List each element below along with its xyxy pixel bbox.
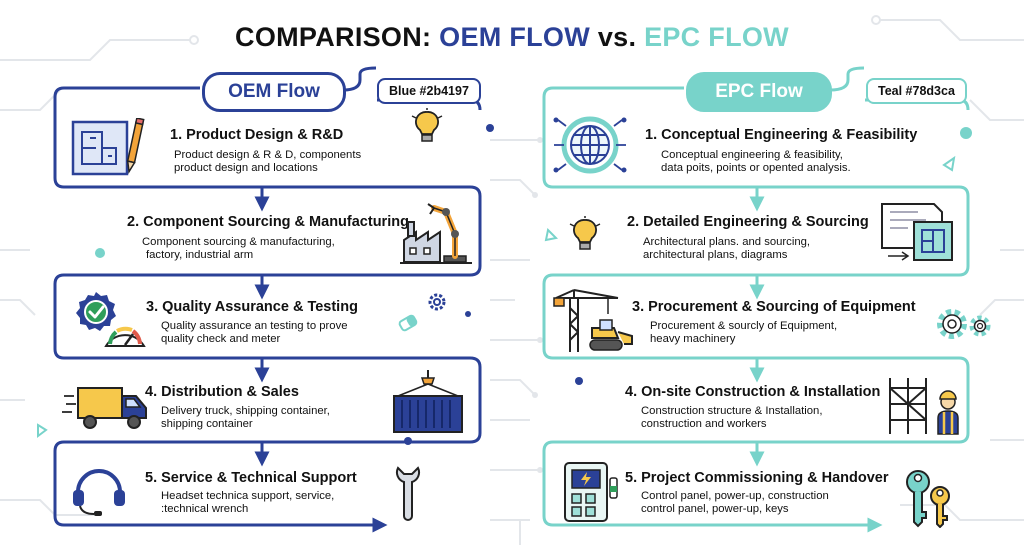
shipping-container-icon [393, 370, 463, 433]
step-desc-line2: control panel, power-up, keys [641, 503, 789, 515]
step-desc-line1: Architectural plans. and sourcing, [643, 236, 811, 248]
step-desc-line1: Construction structure & Installation, [641, 405, 823, 417]
step-desc-line1: Quality assurance an testing to prove [161, 320, 348, 332]
title-prefix: COMPARISON: [235, 22, 440, 52]
oem-flow-pill: OEM Flow [202, 72, 346, 112]
step-heading: 4. Distribution & Sales [145, 384, 299, 400]
step-desc-line1: Component sourcing & manufacturing, [142, 236, 335, 248]
gears-icon [937, 309, 991, 339]
quality-badge-meter-icon [76, 292, 146, 347]
step-heading: 5. Service & Technical Support [145, 470, 357, 486]
step-desc-line2: :technical wrench [161, 503, 249, 515]
step-heading: 2. Detailed Engineering & Sourcing [627, 214, 869, 230]
oem-pill-tail [342, 66, 377, 92]
page-title: COMPARISON: OEM FLOW vs. EPC FLOW [0, 22, 1024, 53]
step-heading: 1. Conceptual Engineering & Feasibility [645, 127, 918, 143]
crane-bulldozer-icon [553, 289, 633, 352]
scaffold-worker-icon [889, 378, 959, 435]
step-desc-line2: architectural plans, diagrams [643, 249, 788, 261]
step-desc-line2: shipping container [161, 418, 253, 430]
globe-network-icon [553, 116, 627, 174]
lightbulb-icon [569, 216, 601, 250]
step-desc-line2: quality check and meter [161, 333, 281, 345]
step-heading: 3. Quality Assurance & Testing [146, 299, 358, 315]
step-desc-line2: construction and workers [641, 418, 767, 430]
step-desc-line2: product design and locations [174, 162, 318, 174]
headset-icon [73, 469, 125, 516]
step-desc-line1: Procurement & sourcly of Equipment, [650, 320, 838, 332]
oem-frame-1 [53, 86, 482, 533]
title-vs: vs. [590, 22, 645, 52]
blueprint-pencil-icon [71, 118, 145, 176]
step-heading: 2. Component Sourcing & Manufacturing [127, 214, 409, 230]
lightbulb-icon [411, 108, 443, 142]
architectural-plans-icon [881, 203, 953, 261]
step-desc-line1: Control panel, power-up, construction [641, 490, 829, 502]
step-desc-line1: Delivery truck, shipping container, [161, 405, 330, 417]
step-heading: 5. Project Commissioning & Handover [625, 470, 889, 486]
keys-icon [906, 470, 950, 528]
oem-color-tag: Blue #2b4197 [377, 78, 481, 104]
step-heading: 3. Procurement & Sourcing of Equipment [632, 299, 916, 315]
control-panel-icon [564, 462, 618, 522]
title-oem: OEM FLOW [439, 22, 591, 52]
epc-frame-1 [542, 86, 970, 533]
step-desc-line1: Conceptual engineering & feasibility, [661, 149, 843, 161]
step-heading: 4. On-site Construction & Installation [625, 384, 881, 400]
epc-color-tag: Teal #78d3ca [866, 78, 967, 104]
step-desc-line1: Product design & R & D, components [174, 149, 362, 161]
epc-flow-pill: EPC Flow [686, 72, 832, 112]
delivery-truck-icon [62, 387, 147, 429]
step-desc-line2: data poits, points or opented analysis. [661, 162, 851, 174]
title-epc: EPC FLOW [644, 22, 789, 52]
factory-robot-arm-icon [400, 203, 472, 264]
step-desc-line1: Headset technica support, service, [161, 490, 335, 502]
step-desc-line2: heavy machinery [650, 333, 736, 345]
wrench-icon [395, 466, 421, 521]
epc-pill-tail [829, 66, 865, 92]
step-heading: 1. Product Design & R&D [170, 127, 344, 143]
step-desc-line2: factory, industrial arm [146, 249, 254, 261]
